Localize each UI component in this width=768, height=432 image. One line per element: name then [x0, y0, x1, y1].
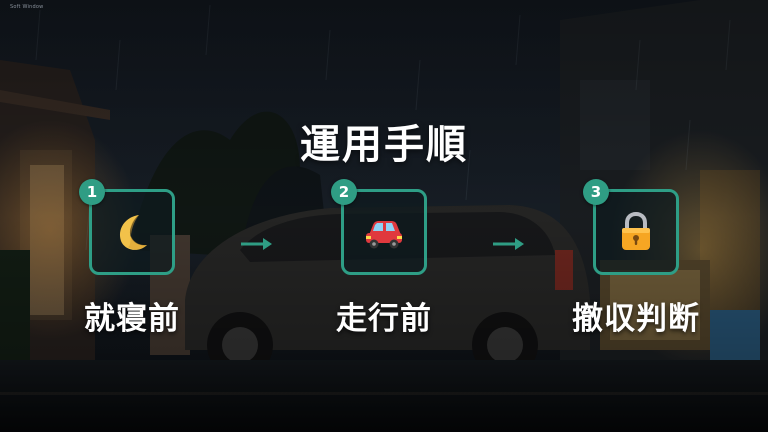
step-number-badge: 2 [331, 179, 357, 205]
arrow-right-icon [241, 238, 272, 250]
arrow-right-icon [493, 238, 524, 250]
step-card [89, 189, 175, 275]
crescent-moon-icon [119, 215, 147, 250]
slide-title: 運用手順 [300, 122, 468, 168]
step-3: 3 撤収判断 [531, 179, 741, 349]
step-card [593, 189, 679, 275]
window-caption: Soft Window [10, 4, 44, 10]
step-card [341, 189, 427, 275]
step-number-badge: 3 [583, 179, 609, 205]
lock-icon [622, 211, 650, 250]
step-1: 1 就寝前 [27, 179, 237, 349]
step-number-badge: 1 [79, 179, 105, 205]
car-icon [366, 221, 402, 249]
step-2: 2 走行前 [279, 179, 489, 349]
step-label: 撤収判断 [572, 301, 700, 337]
step-label: 就寝前 [84, 301, 180, 337]
step-label: 走行前 [336, 301, 432, 337]
